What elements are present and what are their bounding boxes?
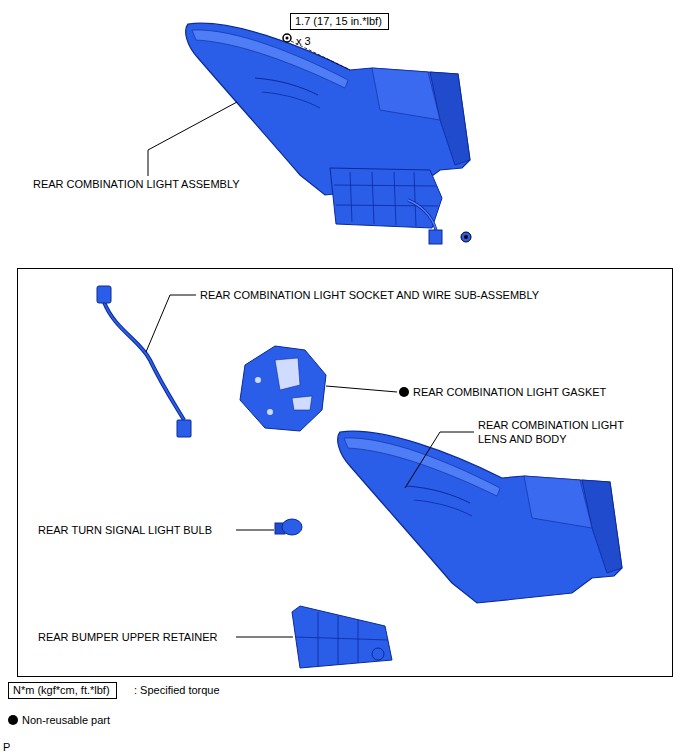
rear-combination-light-assembly [186, 23, 471, 244]
leader-line [236, 530, 274, 531]
socket-and-wire [97, 286, 191, 437]
leader-line [146, 295, 196, 352]
leader-line [236, 637, 293, 638]
legend-entry: : Specified torque [134, 683, 220, 697]
bulb [275, 519, 302, 535]
part-name: REAR COMBINATION LIGHT LENS AND BODY [478, 418, 628, 446]
lens-and-body [338, 431, 622, 603]
part-name: REAR COMBINATION LIGHT SOCKET AND WIRE S… [200, 288, 539, 302]
upper-retainer [292, 606, 392, 668]
legend-text: : Specified torque [134, 684, 220, 696]
quantity-label: x 3 [296, 34, 311, 48]
non-reusable-mark [399, 387, 409, 397]
node-text: N*m (kgf*cm, ft.*lbf) [13, 684, 110, 696]
figure-code: P [3, 740, 10, 754]
node-text: 1.7 (17, 15 in.*lbf) [295, 15, 382, 27]
torque-unit-box: N*m (kgf*cm, ft.*lbf) [8, 682, 117, 699]
nut-symbol [283, 34, 350, 70]
part-name: REAR TURN SIGNAL LIGHT BULB [38, 523, 212, 537]
leader-line [326, 386, 397, 392]
part-name: REAR COMBINATION LIGHT ASSEMBLY [33, 177, 240, 191]
gasket [240, 346, 326, 431]
torque-box: 1.7 (17, 15 in.*lbf) [290, 13, 389, 30]
legend-entry: Non-reusable part [22, 713, 110, 727]
part-name: REAR BUMPER UPPER RETAINER [38, 630, 218, 644]
component-frame [18, 269, 673, 677]
non-reusable-mark [8, 715, 18, 725]
leader-line [148, 102, 237, 176]
part-name: REAR COMBINATION LIGHT GASKET [413, 385, 606, 399]
legend-text: Non-reusable part [22, 714, 110, 726]
leader-line [405, 432, 474, 488]
